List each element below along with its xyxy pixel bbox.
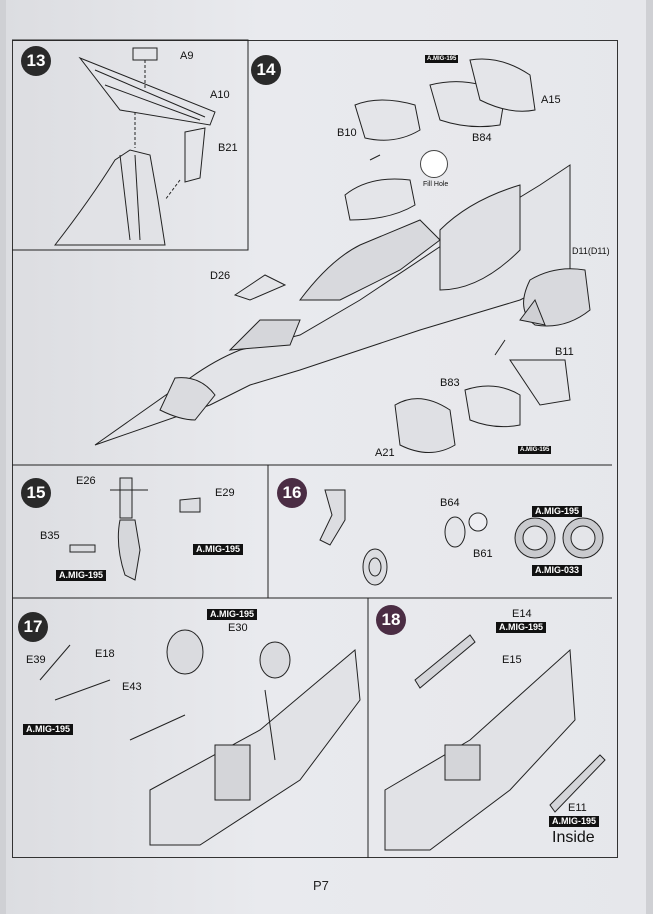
step-13-badge: 13 <box>21 46 51 76</box>
step-18-badge: 18 <box>376 605 406 635</box>
step17-bay-drawing <box>39 629 361 846</box>
paint-tag: A.MIG-195 <box>496 622 547 633</box>
part-label-e15: E15 <box>502 654 522 666</box>
page-number: P7 <box>313 878 329 893</box>
step16-wheels-drawing <box>319 489 604 586</box>
part-label-b61: B61 <box>473 548 493 560</box>
part-label-b35: B35 <box>40 530 60 542</box>
step14-fuselage-drawing <box>94 58 591 453</box>
fill-hole-label: Fill Hole <box>423 181 449 188</box>
part-label-d11: D11(D11) <box>572 246 610 256</box>
paint-tag: A.MIG-195 <box>532 506 583 517</box>
paint-tag: A.MIG-195 <box>549 816 600 827</box>
step15-gear-drawing <box>69 477 201 581</box>
part-label-a9: A9 <box>180 50 194 62</box>
paint-tag: A.MIG-195 <box>425 55 459 63</box>
part-label-a10: A10 <box>210 89 230 101</box>
paint-tag: A.MIG-195 <box>207 609 258 620</box>
instruction-page <box>6 0 646 914</box>
part-label-b21: B21 <box>218 142 238 154</box>
part-label-e29: E29 <box>215 487 235 499</box>
part-label-e43: E43 <box>122 681 142 693</box>
part-label-b84: B84 <box>472 132 492 144</box>
part-label-a15: A15 <box>541 94 561 106</box>
paint-tag: A.MIG-195 <box>56 570 107 581</box>
step-17-badge: 17 <box>18 612 48 642</box>
paint-tag: A.MIG-195 <box>193 544 244 555</box>
paint-tag: A.MIG-195 <box>518 446 552 454</box>
part-label-e11: E11 <box>568 802 587 814</box>
part-label-d26: D26 <box>210 270 231 282</box>
part-label-e18: E18 <box>95 648 115 660</box>
part-label-b10: B10 <box>337 127 357 139</box>
part-label-e30: E30 <box>228 622 248 634</box>
inside-note: Inside <box>552 829 595 846</box>
step-15-badge: 15 <box>21 478 51 508</box>
part-label-e14: E14 <box>512 608 532 620</box>
paint-tag: A.MIG-195 <box>23 724 74 735</box>
part-label-b11: B11 <box>555 346 574 358</box>
step18-cockpit-drawing <box>384 634 606 851</box>
fill-hole-icon <box>420 150 448 178</box>
paint-tag: A.MIG-033 <box>532 565 583 576</box>
step-14-badge: 14 <box>251 55 281 85</box>
step13-tail-drawing <box>53 47 216 246</box>
page-frame <box>12 40 618 858</box>
step-16-badge: 16 <box>277 478 307 508</box>
part-label-e26: E26 <box>76 475 96 487</box>
part-label-b83: B83 <box>440 377 460 389</box>
part-label-b64: B64 <box>440 497 460 509</box>
step13-box <box>12 39 249 251</box>
part-label-a21: A21 <box>375 447 395 459</box>
part-label-e39: E39 <box>26 654 46 666</box>
